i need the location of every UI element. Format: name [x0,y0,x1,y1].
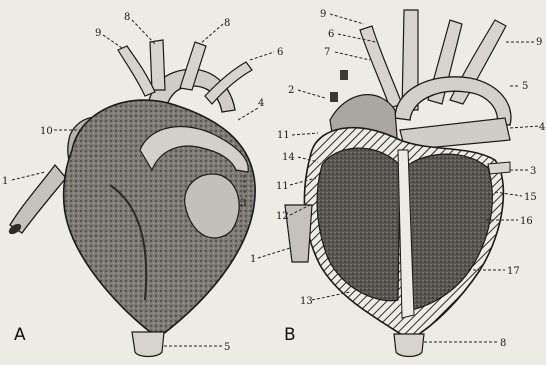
callout-b-8: 8 [500,338,506,349]
vessel-3-b [488,162,510,174]
callout-b-12: 12 [276,211,289,222]
peg-b-1 [340,70,348,80]
callout-b-5: 5 [522,81,528,92]
callout-b-17: 17 [507,266,520,277]
vena-cava-tube-a [10,165,66,233]
callout-b-14: 14 [282,152,295,163]
callout-a-8-right: 8 [224,18,230,29]
callout-a-3: 3 [240,198,246,209]
callout-b-3: 3 [530,166,536,177]
callout-b-11-upper: 11 [277,130,290,141]
callout-a-10: 10 [40,126,53,137]
callout-b-16: 16 [520,216,533,227]
vessel-8-apex-b [394,334,424,357]
callout-a-9: 9 [95,28,101,39]
callout-b-9-top: 9 [320,9,326,20]
callout-a-4: 4 [258,98,264,109]
figure-b-label: B [284,325,296,345]
figure-a-label: A [14,325,26,345]
figure-b [285,10,511,357]
vena-cava-tube-b [285,205,312,262]
callout-b-13: 13 [300,296,313,307]
callout-a-8-left: 8 [124,12,130,23]
callout-a-5: 5 [224,342,230,353]
vessel-8-left [150,40,165,90]
callout-b-15: 15 [524,192,537,203]
callout-b-2: 2 [288,85,294,96]
callout-b-1: 1 [250,254,256,265]
peg-b-2 [330,92,338,102]
left-ventricle-b [408,154,492,310]
callout-b-7: 7 [324,47,330,58]
vessel-9-left [118,46,155,96]
callout-b-11-lower: 11 [276,181,289,192]
callout-a-6: 6 [277,47,283,58]
callout-b-4: 4 [539,122,545,133]
figure-a [7,40,255,357]
callout-b-6: 6 [328,29,334,40]
callout-a-1: 1 [2,176,8,187]
callout-b-9-right: 9 [536,37,542,48]
vessel-5-apex [132,332,164,357]
